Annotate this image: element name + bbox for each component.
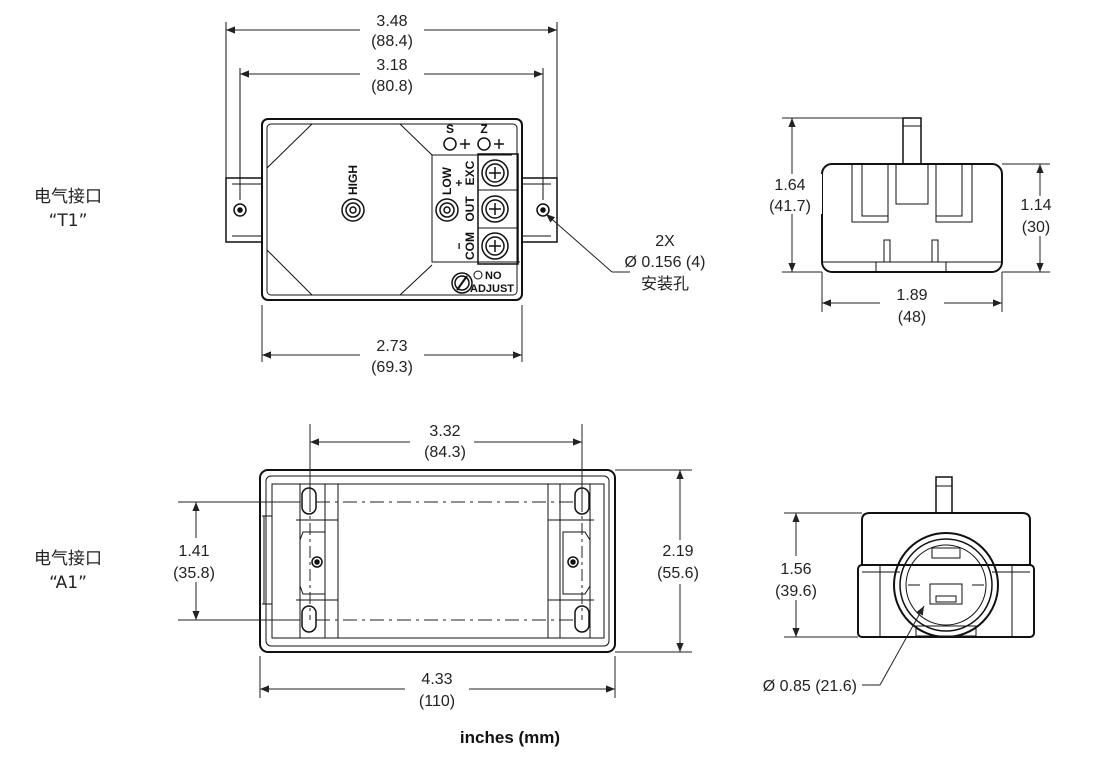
slot-spacing-in: 3.32 [429,423,460,440]
overall-width-mm: (88.4) [371,33,413,50]
a1-dimensions [178,424,692,698]
hole-description: 安装孔 [641,275,689,293]
a1-width-in: 4.33 [421,671,452,688]
com-label: COM [463,232,477,260]
t1-top-view [225,22,558,301]
high-port-label: HIGH [346,165,360,195]
out-label: OUT [463,196,477,222]
hole-diameter: Ø 0.156 (4) [625,254,706,271]
a1-side-view [857,476,1035,638]
body-width-mm: (69.3) [371,359,413,376]
t1-side-view [821,117,1003,273]
t1-label-title: 电气接口 [34,187,102,207]
exc-label: EXC [463,160,477,185]
body-width-in: 2.73 [376,338,407,355]
side-height-in: 1.64 [774,177,805,194]
a1-label-title: 电气接口 [34,549,102,569]
hole-qty: 2X [655,233,675,250]
a1-top-view [259,469,616,653]
s-pot-label: S [446,122,454,136]
overall-width-in: 3.48 [376,13,407,30]
exc-plus-label: + [452,179,466,186]
hole-height-mm: (35.8) [173,565,215,582]
com-minus-label: − [452,242,466,249]
depth-mm: (48) [898,309,926,326]
z-pot-label: Z [480,122,487,136]
hole-spacing-in: 3.18 [376,57,407,74]
a1-label-code: “A1” [49,573,87,593]
a1-side-height-in: 1.56 [780,561,811,578]
depth-in: 1.89 [896,287,927,304]
hole-spacing-mm: (80.8) [371,78,413,95]
adjust-label: ADJUST [470,283,514,295]
a1-height-in: 2.19 [662,543,693,560]
a1-side-height-mm: (39.6) [775,583,817,600]
side-height-mm: (41.7) [769,198,811,215]
body-height-in: 1.14 [1020,197,1051,214]
body-height-mm: (30) [1022,219,1050,236]
slot-spacing-mm: (84.3) [424,444,466,461]
units-label: inches (mm) [460,728,560,747]
a1-height-mm: (55.6) [657,565,699,582]
connector-diameter: Ø 0.85 (21.6) [763,678,857,695]
t1-dimensions [226,26,630,362]
t1-label-code: “T1” [49,211,88,231]
no-label: NO [485,270,502,282]
a1-width-mm: (110) [419,693,455,710]
low-port-label: LOW [440,166,454,195]
hole-height-in: 1.41 [178,543,209,560]
